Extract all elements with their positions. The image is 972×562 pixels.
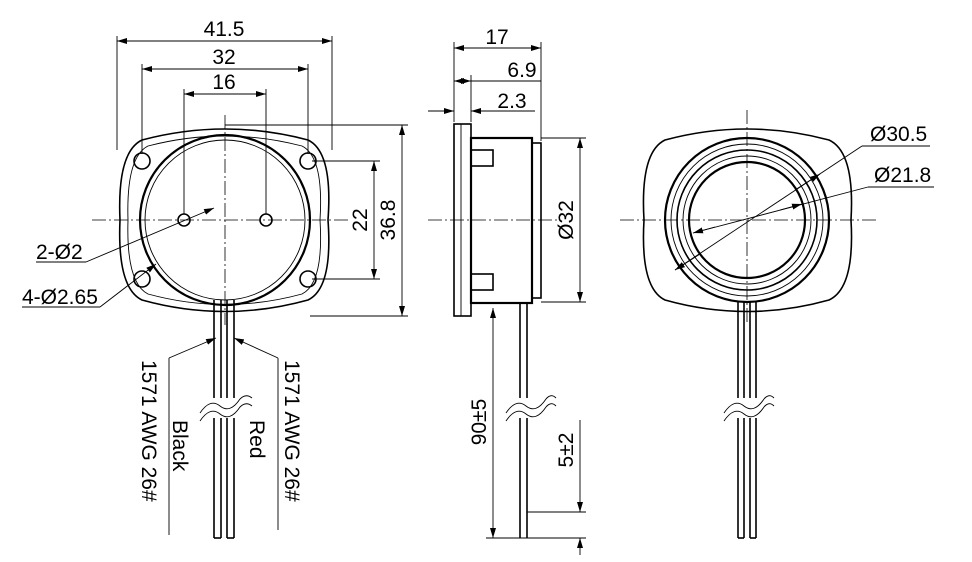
rear-inner-cone xyxy=(687,160,807,280)
leader-outer-dia-arrow-a xyxy=(674,253,701,271)
front-break-symbol-bottom xyxy=(199,403,253,422)
dim-total-depth: 17 xyxy=(485,26,508,49)
side-body xyxy=(469,136,534,305)
rear-view: Ø30.5 Ø21.8 xyxy=(620,110,934,539)
leader-mount-holes xyxy=(99,263,157,308)
dim-pin-span: 16 xyxy=(212,71,235,94)
mount-hole-bottom-left xyxy=(133,270,151,288)
rear-break-symbol-bottom xyxy=(723,403,775,422)
front-body-outer-circle xyxy=(138,133,312,307)
front-body-inner-circle xyxy=(144,139,306,301)
leader-outer-diameter xyxy=(674,145,863,271)
dim-strip-length: 5±2 xyxy=(555,433,578,468)
rear-ring-2 xyxy=(670,143,824,297)
dim-outer-diameter: Ø30.5 xyxy=(870,123,927,146)
wire-right-color: Red xyxy=(245,420,268,459)
rear-ring-4 xyxy=(682,155,812,285)
dim-body-depth: 6.9 xyxy=(507,59,536,82)
wire-right-spec: 1571 AWG 26# xyxy=(280,360,303,502)
rear-break-symbol-top xyxy=(723,395,775,414)
leader-inner-dia-arrow-b xyxy=(779,203,803,211)
wire-left-spec: 1571 AWG 26# xyxy=(137,360,160,502)
rear-outer-flange xyxy=(642,128,853,313)
leader-pin-holes xyxy=(85,207,215,263)
leader-red-wire xyxy=(233,337,279,359)
dim-lead-length: 90±5 xyxy=(468,399,491,446)
dim-inner-diameter: Ø21.8 xyxy=(874,164,931,187)
rear-ring-3 xyxy=(676,149,818,291)
front-outer-flange xyxy=(118,128,330,313)
dim-inner-height: 22 xyxy=(349,208,372,231)
rear-ring-1 xyxy=(663,136,831,304)
front-break-symbol-top xyxy=(199,395,253,414)
mount-hole-top-left xyxy=(133,152,151,170)
side-view: 17 6.9 2.3 Ø32 90±5 5±2 xyxy=(428,26,586,555)
dim-hole-span: 32 xyxy=(212,46,235,69)
leader-outer-dia-arrow-b xyxy=(794,173,821,191)
dim-overall-height: 36.8 xyxy=(377,200,400,241)
dim-flange: 2.3 xyxy=(497,90,526,113)
leader-inner-dia-arrow-a xyxy=(692,226,716,234)
dim-overall-width: 41.5 xyxy=(204,18,245,41)
dim-diameter: Ø32 xyxy=(555,200,578,240)
front-flange-inner-edge xyxy=(127,135,322,305)
side-pin-top xyxy=(470,149,494,167)
wire-left-color: Black xyxy=(168,420,191,472)
side-front-cap xyxy=(531,142,542,299)
callout-pin-holes: 2-Ø2 xyxy=(36,241,83,264)
callout-mount-holes: 4-Ø2.65 xyxy=(22,286,98,309)
side-pin-bottom xyxy=(470,273,494,291)
side-break-symbol-bottom xyxy=(505,403,557,422)
side-break-symbol-top xyxy=(505,395,557,414)
leader-black-wire xyxy=(168,337,217,359)
front-view: 41.5 32 16 22 36.8 2-Ø2 4-Ø2.65 xyxy=(22,18,408,539)
